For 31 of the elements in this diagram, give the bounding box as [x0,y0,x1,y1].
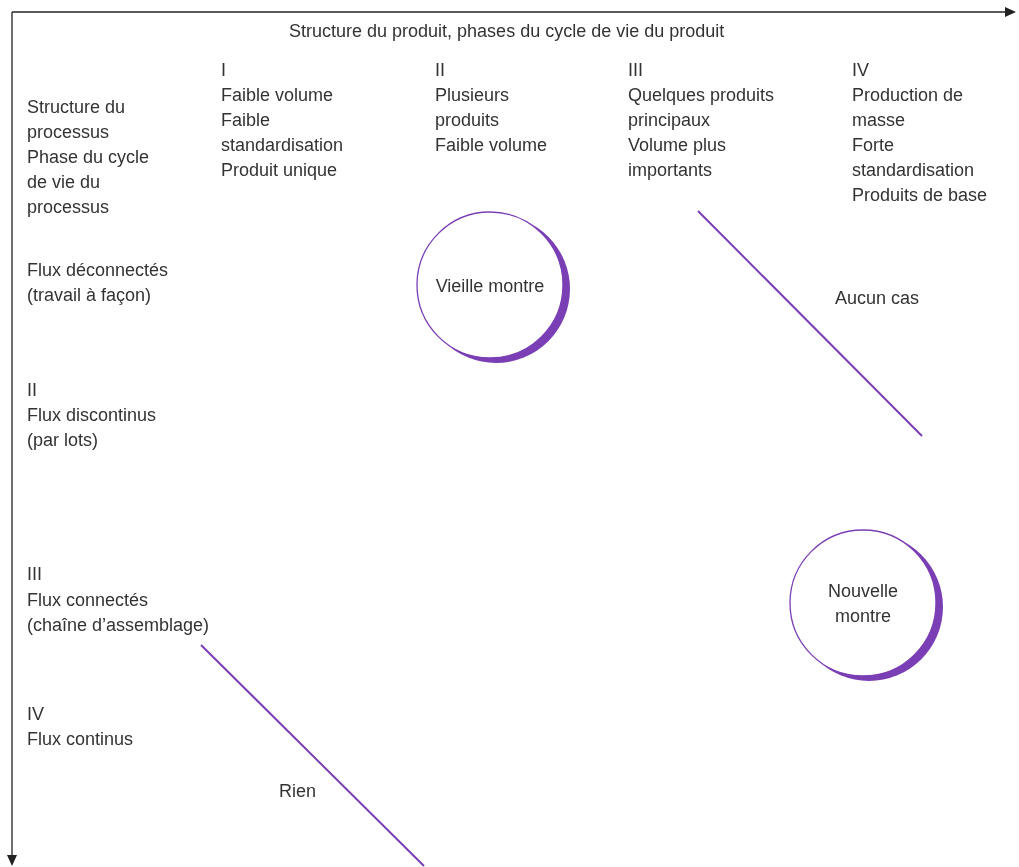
axis-label: IV [852,59,870,82]
axis-label: Flux déconnectés [27,259,170,282]
axis-label: III [27,563,43,586]
axis-label: Production de masse [852,84,964,132]
axis-label: (chaîne d’assemblage) [27,614,211,637]
axis-label: Forte standardisation [852,134,976,182]
axis-label: Flux continus [27,728,135,751]
axis-label: IV [27,703,45,726]
region-label: Rien [279,780,318,803]
axis-title: Structure du produit, phases du cycle de vie du produit [289,20,726,43]
region-label: Aucun cas [835,287,921,310]
axis-label: I [221,59,227,82]
axis-label: Volume plus importants [628,134,728,182]
node-label: Nouvelle montre [826,580,899,628]
axis-label: Produits de base [852,184,989,207]
axis-label: (travail à façon) [27,284,153,307]
axis-label: Quelques produits principaux [628,84,776,132]
axis-label: Structure du processus [27,96,127,144]
axis-label: Faible volume [221,84,335,107]
axis-label: II [27,379,38,402]
axis-label: Phase du cycle de vie du processus [27,146,151,219]
axis-label: (par lots) [27,429,99,452]
axis-label: Flux discontinus [27,404,158,427]
axis-label: Faible standardisation [221,109,345,157]
axis-label: Plusieurs produits [435,84,511,132]
axis-label: Produit unique [221,159,339,182]
axis-label: III [628,59,644,82]
axis-label: II [435,59,446,82]
axis-label: Faible volume [435,134,549,157]
node-label: Vieille montre [435,274,545,298]
axis-label: Flux connectés [27,589,150,612]
